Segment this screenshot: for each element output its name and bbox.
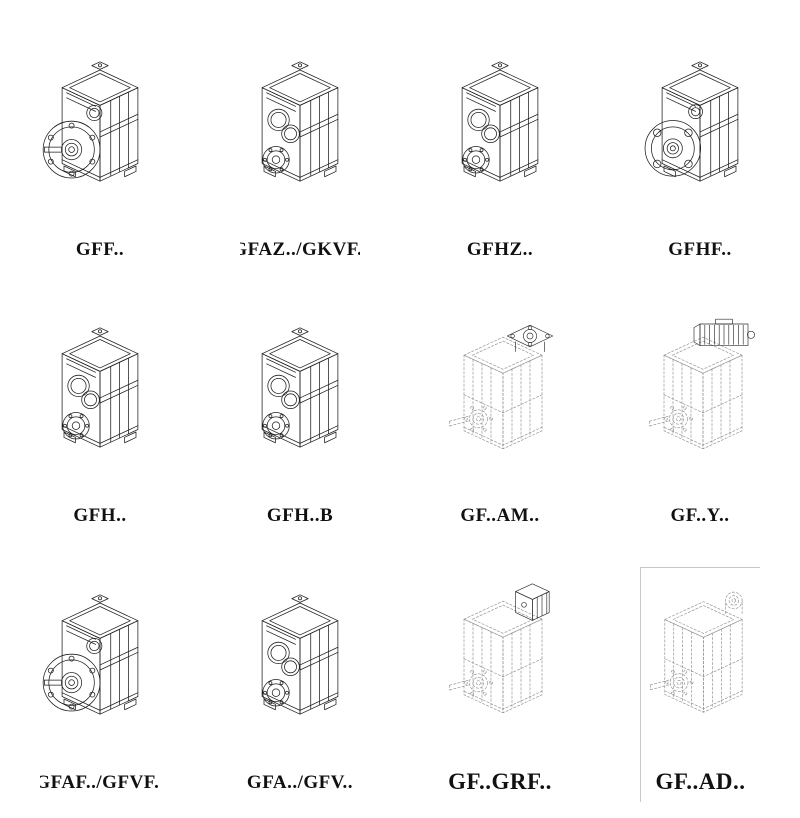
art-area: [440, 567, 560, 768]
gfaz-gkvf-gearbox-drawing: [261, 61, 339, 182]
gf-y-gearmotor-drawing: [649, 319, 755, 450]
gfhf-gearbox-drawing: [644, 61, 739, 182]
model-label: GFH..: [73, 505, 127, 527]
model-label: GFAF../GFVF..: [40, 772, 160, 794]
art-area: [640, 301, 760, 507]
gff-gearbox-drawing: [42, 61, 139, 182]
gear-unit-catalog-grid: GFF.. GFAZ../GKVF.. GFHZ.. GFHF..: [0, 18, 800, 818]
catalog-cell-gf-ad: GF..AD..: [640, 567, 760, 802]
catalog-cell-gfhz: GFHZ..: [440, 34, 560, 269]
gfhz-gearbox-drawing: [461, 61, 539, 182]
catalog-cell-gf-grf: GF..GRF..: [440, 567, 560, 802]
catalog-cell-gfh-b: GFH..B: [240, 301, 360, 536]
catalog-cell-gfaz-gkvf: GFAZ../GKVF..: [240, 34, 360, 269]
model-label: GFF..: [75, 238, 125, 260]
model-label: GF..GRF..: [448, 768, 552, 794]
catalog-cell-gfhf: GFHF..: [640, 34, 760, 269]
gf-grf-gearbox-drawing: [449, 583, 550, 713]
model-label: GFHZ..: [466, 238, 534, 260]
gfh-gearbox-drawing: [61, 327, 139, 449]
model-label: GFH..B: [266, 505, 334, 527]
catalog-cell-gf-am: GF..AM..: [440, 301, 560, 536]
catalog-cell-gf-y: GF..Y..: [640, 301, 760, 536]
model-label: GF..AD..: [655, 768, 746, 794]
art-area: [641, 568, 760, 768]
catalog-cell-gff: GFF..: [40, 34, 160, 269]
catalog-cell-gfaf-gfvf: GFAF../GFVF..: [40, 567, 160, 802]
art-area: [440, 301, 560, 507]
gfh-b-gearbox-drawing: [261, 327, 339, 449]
art-area: [40, 301, 160, 507]
art-area: [440, 34, 560, 240]
model-label: GF..AM..: [460, 505, 540, 527]
art-area: [640, 34, 760, 240]
catalog-cell-gfh: GFH..: [40, 301, 160, 536]
gfa-gfv-gearbox-drawing: [261, 594, 339, 715]
model-label: GFHF..: [668, 238, 732, 260]
gfaf-gfvf-gearbox-drawing: [42, 594, 139, 715]
art-area: [240, 567, 360, 773]
art-area: [40, 34, 160, 240]
art-area: [240, 34, 360, 240]
gf-ad-gearbox-drawing: [650, 591, 743, 713]
model-label: GFAZ../GKVF..: [240, 238, 360, 260]
catalog-cell-gfa-gfv: GFA../GFV..: [240, 567, 360, 802]
model-label: GF..Y..: [670, 505, 730, 527]
art-area: [40, 567, 160, 773]
model-label: GFA../GFV..: [246, 772, 354, 794]
gf-am-gearbox-drawing: [449, 325, 554, 450]
art-area: [240, 301, 360, 507]
